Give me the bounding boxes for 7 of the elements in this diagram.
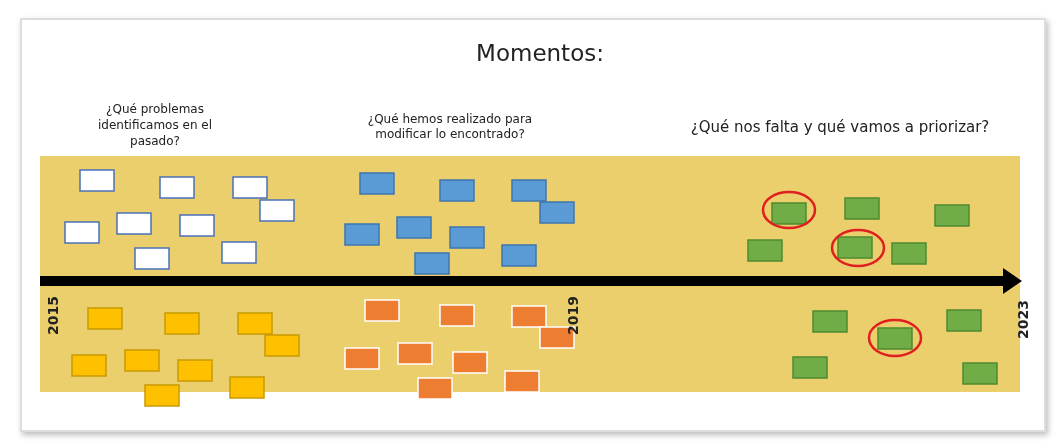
column-heading: ¿Qué problemas identificamos en el pasado? [96,101,214,149]
column-heading: ¿Qué nos falta y qué vamos a priorizar? [689,118,991,136]
title: Momentos: [475,40,605,66]
year-label: 2015 [46,296,60,335]
year-label: 2019 [566,296,580,335]
year-label: 2023 [1016,300,1030,339]
column-heading: ¿Qué hemos realizado para modificar lo encontrado? [366,112,534,142]
